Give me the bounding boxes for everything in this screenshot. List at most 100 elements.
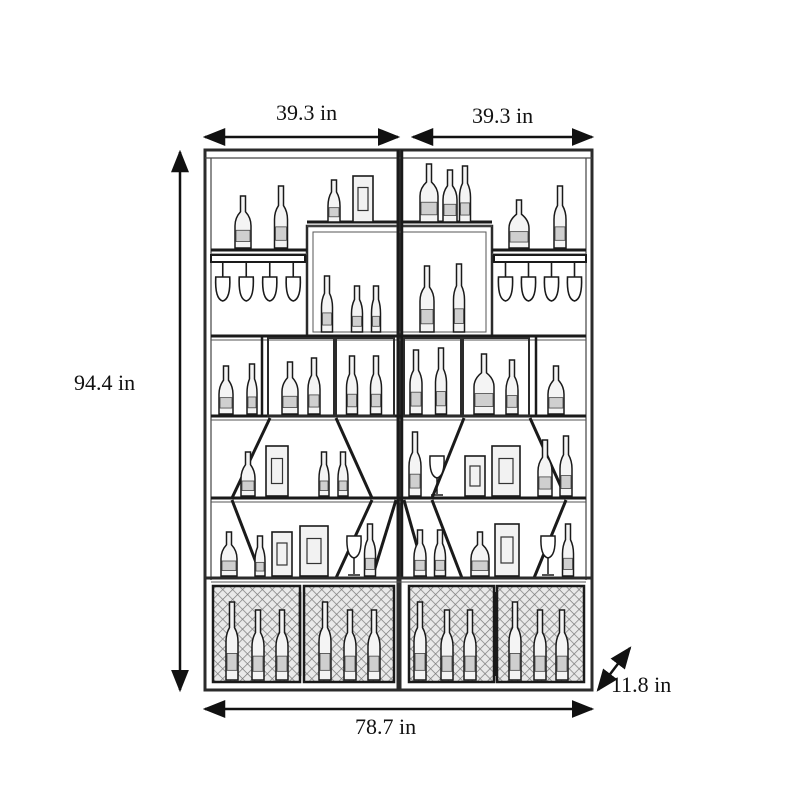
wine-bottle-icon (559, 435, 573, 497)
wine-bottle-icon (553, 185, 567, 249)
wine-bottle-icon (307, 357, 321, 415)
wine-bottle-icon (440, 609, 454, 681)
gift-box-icon (265, 445, 289, 497)
box-emblem (469, 465, 481, 487)
wine-glass-icon (566, 276, 583, 302)
bottle-label (538, 476, 552, 490)
wine-bottle-icon (240, 451, 256, 497)
wine-bottle-icon (463, 609, 477, 681)
bottle-label (276, 655, 288, 672)
bottle-label (372, 315, 380, 327)
bottle-label (506, 395, 518, 408)
gift-box-icon (491, 445, 521, 497)
bottle-label (221, 560, 237, 571)
bottle-label (252, 655, 264, 672)
bottle-label (556, 655, 568, 672)
bottle-label (235, 229, 251, 242)
wine-cabinet (203, 148, 594, 692)
wine-glass-icon (497, 276, 514, 302)
bottle-label (338, 480, 348, 491)
wine-bottle-icon (345, 355, 359, 415)
bottle-label (435, 559, 445, 571)
wine-bottle-icon (350, 285, 364, 333)
wine-bottle-icon (561, 523, 575, 577)
gift-box-icon (352, 175, 374, 223)
bottle-label (474, 393, 494, 407)
wine-bottle-icon (458, 165, 472, 223)
box-emblem (270, 457, 284, 485)
base-cabinet (203, 576, 594, 692)
wine-bottle-icon (369, 355, 383, 415)
bottle-label (368, 655, 380, 672)
bottle-label (219, 397, 233, 409)
wine-bottle-icon (470, 531, 490, 577)
center-display-box-inner (312, 231, 487, 333)
bottle-label (365, 557, 375, 570)
wine-bottle-icon (363, 523, 377, 577)
wine-bottle-icon (413, 601, 427, 681)
wine-bottle-icon (218, 365, 234, 415)
bottle-label (460, 202, 470, 216)
wine-bottle-icon (337, 451, 349, 497)
wine-glass-icon (261, 276, 278, 302)
bottle-label (371, 393, 381, 408)
gift-box-icon (299, 525, 329, 577)
wine-glass-icon (540, 535, 556, 576)
wine-bottle-icon (318, 601, 332, 681)
bottle-label (319, 653, 331, 671)
wine-bottle-icon (409, 349, 423, 415)
gift-box-icon (494, 523, 520, 577)
bottle-label (471, 560, 489, 571)
diagonal-brace (334, 417, 374, 499)
wine-bottle-icon (413, 529, 427, 577)
dimension-lines (171, 128, 632, 718)
bottle-label (509, 653, 521, 671)
bottle-label (436, 391, 446, 407)
gift-box-icon (491, 445, 521, 497)
bottle-label (328, 207, 340, 218)
wine-bottle-icon (505, 359, 519, 415)
bottle-label (226, 653, 238, 671)
height-label: 94.4 in (74, 370, 136, 395)
bottle-label (414, 559, 426, 571)
gift-box-icon (299, 525, 329, 577)
width-right-label: 39.3 in (472, 103, 534, 128)
gift-box-icon (352, 175, 374, 223)
box-emblem (500, 536, 514, 564)
bottle-label (560, 475, 572, 489)
bottle-label (352, 315, 362, 327)
total-width-label: 78.7 in (355, 714, 417, 739)
wine-bottle-icon (273, 185, 289, 249)
box-emblem (306, 537, 322, 565)
wine-bottle-icon (370, 285, 382, 333)
wine-bottle-icon (537, 439, 553, 497)
gift-box-icon (265, 445, 289, 497)
wine-bottle-icon (419, 163, 439, 223)
glass-racks (210, 254, 587, 302)
wine-bottle-icon (343, 609, 357, 681)
wine-glass-icon (214, 276, 231, 302)
bottle-label (255, 561, 265, 572)
bottle-label (443, 203, 457, 216)
wine-bottle-icon (408, 431, 422, 497)
bottle-label (308, 394, 320, 408)
wine-bottle-icon (442, 169, 458, 223)
diagonal-brace (430, 499, 464, 579)
bottle-label (347, 393, 357, 408)
bottle-label (554, 226, 566, 241)
gift-box-icon (494, 523, 520, 577)
wine-bottle-icon (251, 609, 265, 681)
wine-bottle-icon (281, 361, 299, 415)
wine-bottle-icon (318, 451, 330, 497)
wine-bottle-icon (220, 531, 238, 577)
bottle-label (441, 655, 453, 672)
gift-box-icon (271, 531, 293, 577)
bottle-label (454, 308, 464, 324)
wine-glass-icon (346, 535, 362, 576)
wine-glass-icon (429, 455, 445, 479)
bottle-label (322, 312, 332, 326)
bottle-label (464, 655, 476, 672)
wine-glass-icon (540, 535, 556, 559)
box-emblem (276, 542, 288, 566)
